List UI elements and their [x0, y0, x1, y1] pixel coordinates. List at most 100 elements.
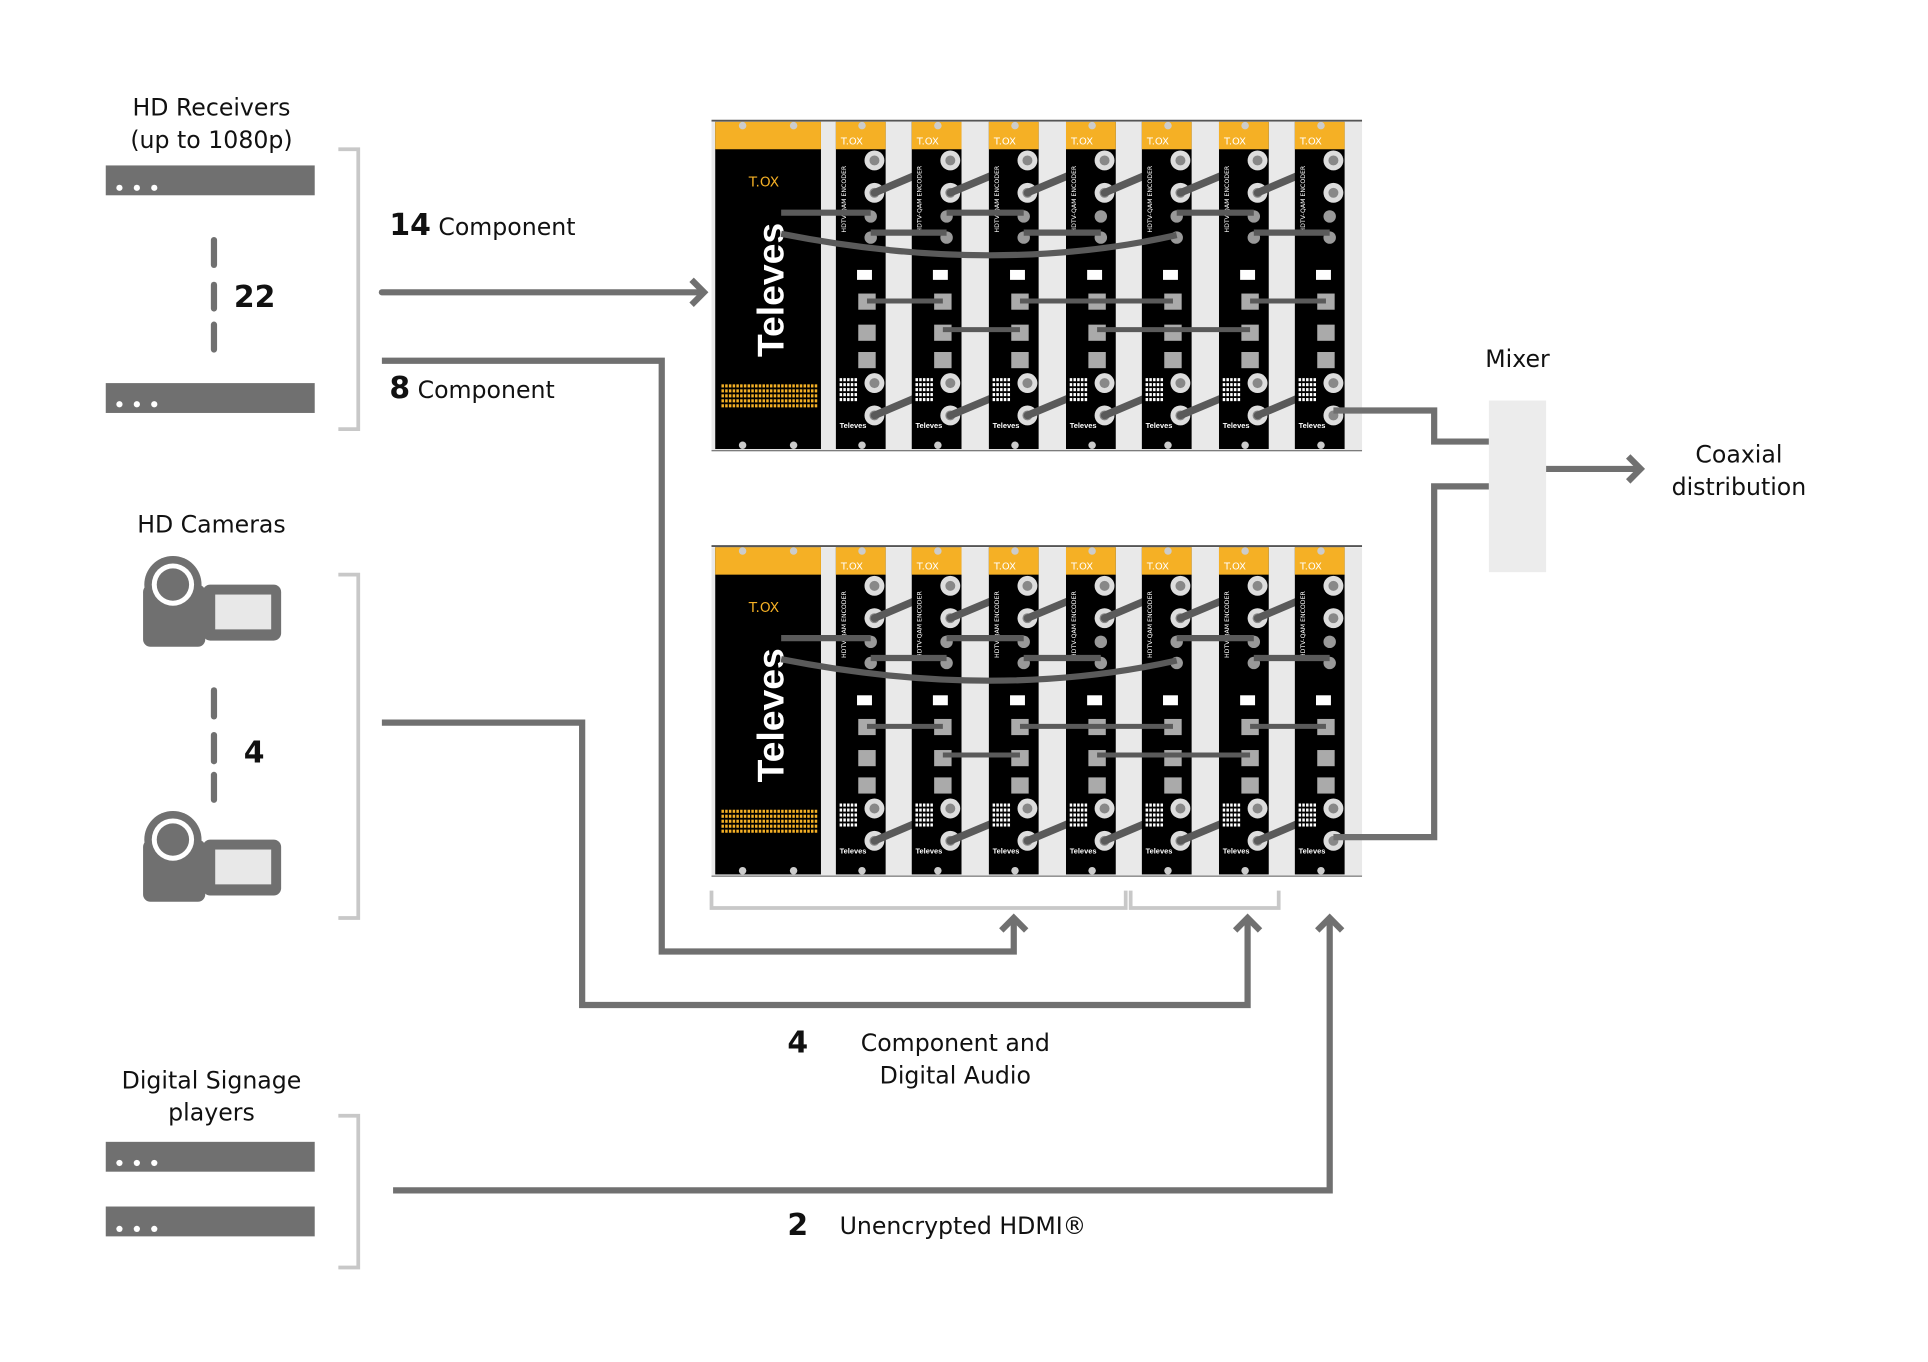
vent-dot	[725, 389, 728, 393]
vent-dot	[811, 824, 814, 828]
vent-dot	[755, 394, 758, 398]
vent-dot	[1003, 818, 1007, 822]
vent-dot	[930, 818, 933, 822]
vent-dot	[1226, 823, 1229, 827]
vent-dot	[992, 398, 996, 402]
vent-dot	[740, 394, 743, 398]
vent-dot	[915, 823, 918, 827]
vent-dot	[758, 829, 762, 833]
vent-dot	[1145, 398, 1149, 402]
vent-dot	[773, 829, 777, 833]
televes-logo: Televes	[750, 648, 792, 782]
vent-dot	[773, 389, 777, 393]
vent-dot	[1153, 813, 1156, 817]
vent-dot	[992, 823, 996, 827]
vent-dot	[930, 823, 933, 827]
vent-dot	[1084, 803, 1088, 807]
vent-dot	[919, 378, 922, 382]
vent-dot	[728, 824, 732, 828]
vent-dot	[784, 404, 788, 408]
vent-dot	[781, 404, 784, 408]
vent-dot	[799, 384, 803, 388]
vent-dot	[781, 819, 784, 823]
vent-dot	[755, 824, 758, 828]
vent-dot	[740, 819, 743, 823]
vent-dot	[758, 404, 762, 408]
signage-bracket	[338, 1113, 361, 1270]
vent-dot	[1156, 378, 1160, 382]
rf-connector-core	[1022, 378, 1033, 389]
modules-bracket-2	[1128, 890, 1281, 910]
vent-dot	[1298, 813, 1302, 817]
vent-dot	[843, 803, 846, 807]
ethernet-port-icon	[1088, 324, 1106, 341]
tox-logo: T.OX	[916, 136, 939, 147]
rf-connector-core	[869, 580, 880, 591]
vent-dot	[784, 394, 788, 398]
vent-dot	[919, 813, 922, 817]
output-wire	[1546, 454, 1646, 484]
vent-dot	[1003, 388, 1007, 392]
vent-dot	[1230, 808, 1233, 812]
vent-dot	[784, 829, 788, 833]
vent-dot	[919, 393, 922, 397]
vent-dot	[843, 823, 846, 827]
vent-dot	[773, 809, 777, 813]
vent-dot	[1226, 393, 1229, 397]
vent-dot	[919, 808, 922, 812]
vent-dot	[743, 819, 747, 823]
vent-dot	[755, 404, 758, 408]
vent-dot	[732, 394, 736, 398]
vent-dot	[1149, 818, 1152, 822]
vent-dot	[777, 824, 780, 828]
vent-dot	[1080, 818, 1084, 822]
vent-dot	[839, 393, 843, 397]
ethernet-port-icon	[934, 777, 952, 794]
usb-port-icon	[1163, 269, 1178, 280]
vent-dot	[725, 829, 728, 833]
vent-dot	[1233, 378, 1237, 382]
vent-dot	[747, 404, 751, 408]
screw-icon	[1241, 121, 1249, 130]
vent-dot	[922, 813, 926, 817]
vent-dot	[996, 383, 999, 387]
camera-icon	[143, 555, 282, 647]
vent-dot	[736, 384, 739, 388]
vent-dot	[796, 404, 799, 408]
vent-dot	[1306, 803, 1309, 807]
output-label-1: Coaxial	[1695, 441, 1782, 469]
vent-dot	[919, 818, 922, 822]
screw-icon	[934, 866, 942, 875]
vent-dot	[1233, 388, 1237, 392]
vent-dot	[766, 384, 769, 388]
vent-dot	[1313, 823, 1317, 827]
vent-dot	[1149, 383, 1152, 387]
vent-dot	[799, 389, 803, 393]
ethernet-port-icon	[1011, 324, 1029, 341]
vent-dot	[992, 813, 996, 817]
rf-connector-core	[1328, 803, 1339, 814]
vent-dot	[721, 814, 724, 818]
vent-dot	[766, 814, 769, 818]
vent-dot	[732, 809, 736, 813]
vent-dot	[1160, 818, 1164, 822]
vent-dot	[725, 814, 728, 818]
vent-dot	[1222, 813, 1226, 817]
tox-logo: T.OX	[993, 136, 1016, 147]
screw-icon	[789, 121, 798, 130]
vent-dot	[725, 394, 728, 398]
vent-dot	[992, 803, 996, 807]
vent-dot	[843, 808, 846, 812]
vent-dot	[728, 394, 732, 398]
encoder-label: HDTV-QAM ENCODER	[1300, 165, 1307, 232]
vent-dot	[769, 809, 773, 813]
televes-logo: Televes	[1299, 421, 1326, 430]
vent-dot	[915, 818, 918, 822]
vent-dot	[747, 389, 751, 393]
ethernet-port-icon	[1164, 777, 1182, 794]
cameras-bracket	[338, 572, 361, 920]
screw-icon	[1317, 121, 1325, 130]
vent-dot	[1230, 398, 1233, 402]
vent-dot	[725, 399, 728, 403]
